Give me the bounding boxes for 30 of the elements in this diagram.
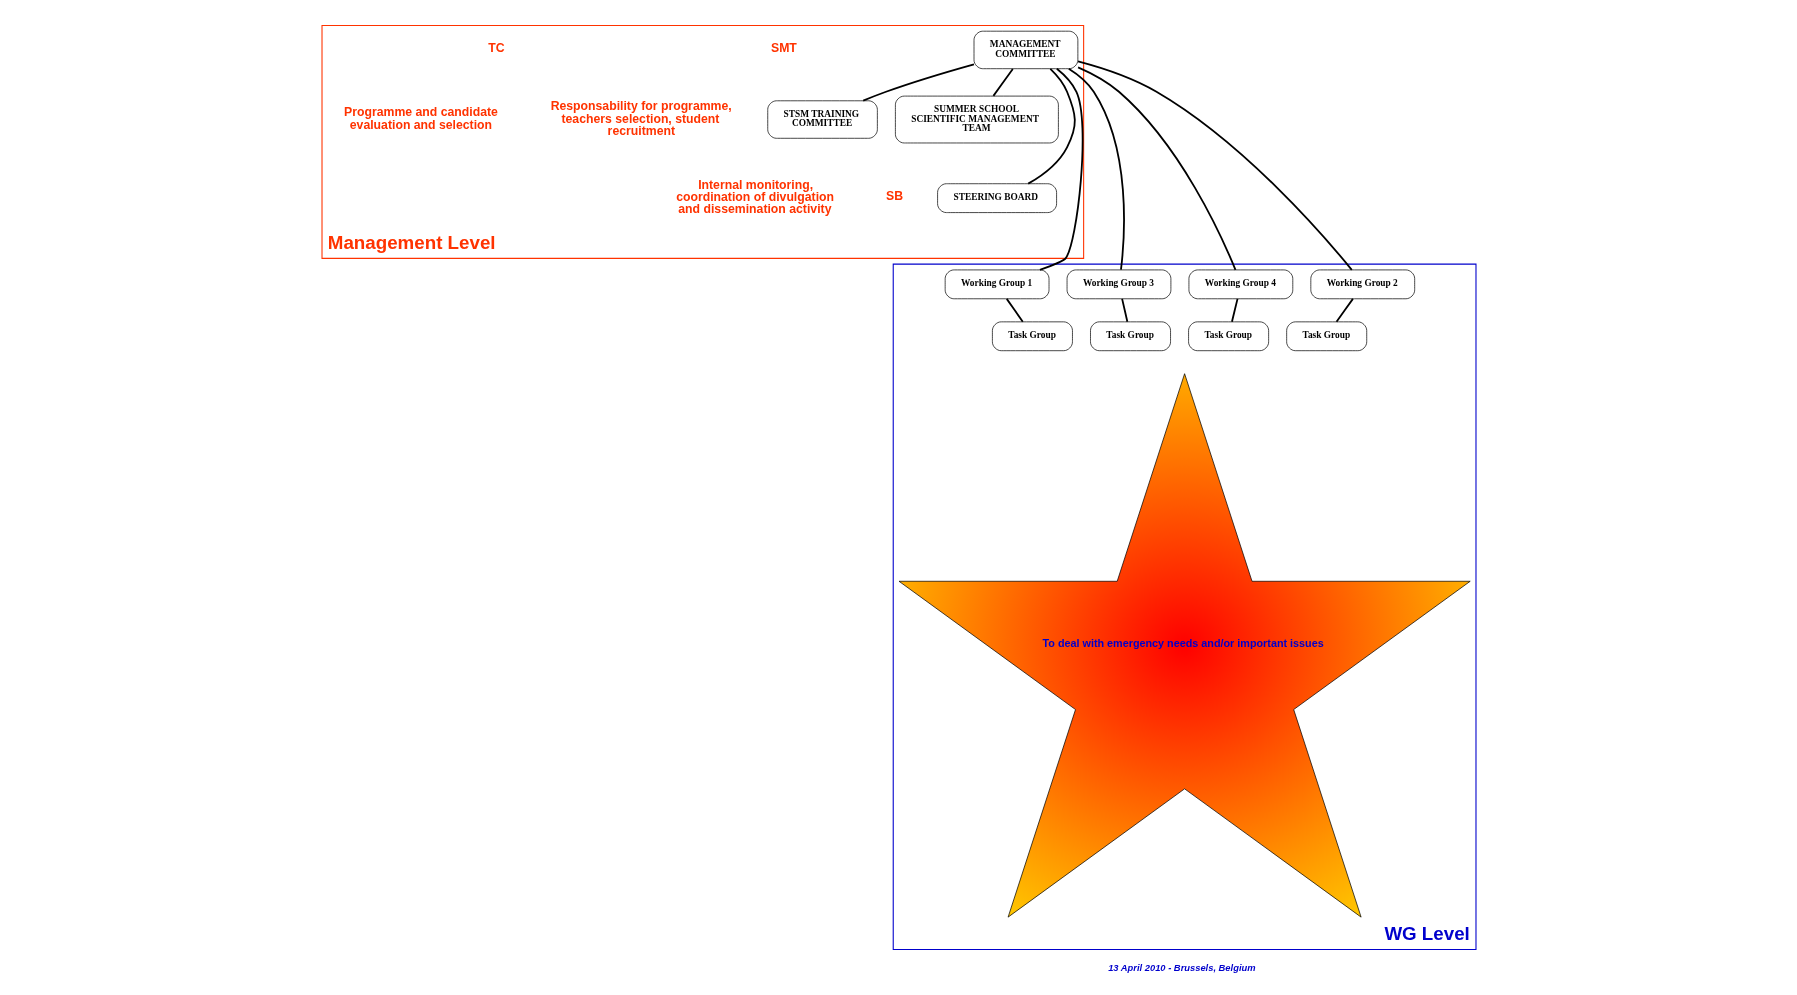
node-box: Task Group <box>1089 321 1171 351</box>
connector <box>1120 297 1128 323</box>
connector <box>861 62 975 102</box>
node-box: Task Group <box>1285 321 1367 351</box>
connector <box>1067 67 1125 271</box>
connector <box>1038 67 1083 271</box>
label: TC <box>487 40 505 55</box>
node-box: MANAGEMENT COMMITTEE <box>973 30 1078 69</box>
connector <box>1230 297 1238 323</box>
node-box: STSM TRAINING COMMITTEE <box>766 99 878 139</box>
connector <box>1026 67 1076 185</box>
node-box: STEERING BOARD <box>936 182 1057 213</box>
connector <box>1335 297 1354 323</box>
node-box: Task Group <box>1187 321 1269 351</box>
node-box: Working Group 4 <box>1188 269 1293 299</box>
label: Internal monitoring, coordination of divulgation and dissemination activity <box>675 177 834 216</box>
node-box: Task Group <box>991 321 1073 351</box>
connector <box>992 67 1014 97</box>
label: 13 April 2010 - Brussels, Belgium <box>1107 962 1256 973</box>
node-box: SUMMER SCHOOL SCIENTIFIC MANAGEMENT TEAM <box>894 95 1059 143</box>
label: SMT <box>770 40 797 55</box>
node-box: Working Group 1 <box>944 269 1049 299</box>
connector <box>1076 65 1236 271</box>
node-box: Working Group 3 <box>1066 269 1171 299</box>
connector <box>1076 60 1353 271</box>
node-box: Working Group 2 <box>1309 269 1415 299</box>
label: Responsability for programme, teachers selection, student recruitment <box>550 98 732 138</box>
connector <box>1005 297 1024 323</box>
label: Programme and candidate evaluation and selection <box>343 104 498 132</box>
label: SB <box>885 188 903 203</box>
